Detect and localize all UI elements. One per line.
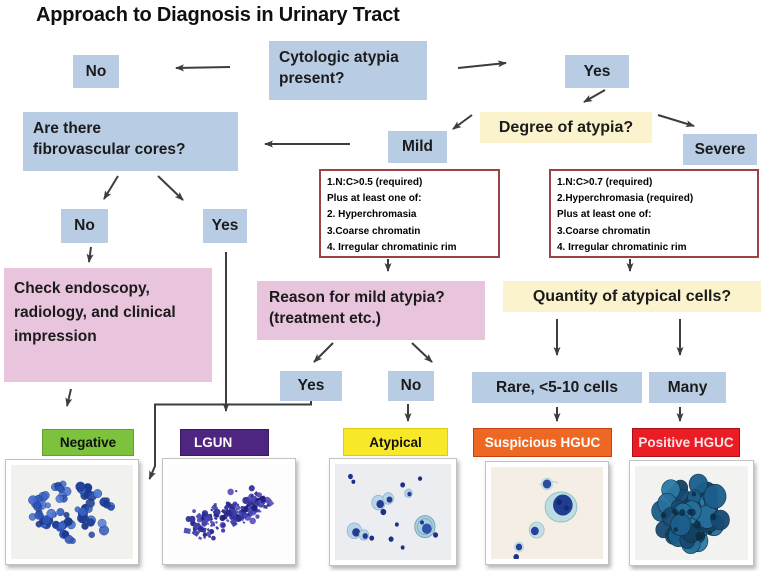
decision-degree-of-atypia: Degree of atypia? bbox=[480, 112, 652, 143]
branch-no-top: No bbox=[73, 55, 119, 88]
positive-hguc-cytology-image-art bbox=[651, 473, 730, 555]
lgun-cytology-image-art bbox=[183, 485, 275, 541]
decision-cytologic-atypia: Cytologic atypia present? bbox=[269, 41, 427, 100]
lgun-cytology-image bbox=[162, 458, 296, 565]
suspicious-hguc-cytology-image bbox=[485, 461, 609, 565]
criteria-line: 3.Coarse chromatin bbox=[327, 225, 421, 237]
arrow-no-to-check bbox=[86, 246, 94, 263]
branch-severe: Severe bbox=[683, 134, 757, 165]
arrow-degree-to-severe bbox=[657, 114, 695, 128]
arrow-degree-to-mild bbox=[452, 114, 473, 130]
criteria-line: 1.N:C>0.5 (required) bbox=[327, 177, 423, 188]
arrow-reason-to-no bbox=[411, 342, 433, 363]
arrow-fibro-to-yes bbox=[157, 175, 184, 201]
branch-fibro-yes: Yes bbox=[203, 209, 247, 243]
arrow-reason-to-yes bbox=[313, 342, 334, 363]
arrow-check-to-negative bbox=[65, 388, 73, 407]
negative-cytology-image-art bbox=[28, 480, 116, 545]
arrow-yes-to-degree bbox=[583, 89, 606, 103]
arrow-fibro-to-no bbox=[103, 175, 119, 200]
arrow-cytologic-to-no bbox=[175, 64, 231, 72]
arrow-cytologic-to-yes bbox=[457, 60, 507, 69]
branch-many-cells: Many bbox=[649, 372, 726, 403]
criteria-line: 2.Hyperchromasia (required) bbox=[557, 193, 694, 205]
branch-rare-cells: Rare, <5-10 cells bbox=[472, 372, 642, 403]
positive-hguc-cytology-image bbox=[629, 460, 754, 566]
criteria-line: 4. Irregular chromatinic rim bbox=[327, 241, 457, 253]
result-label-positive-hguc: Positive HGUC bbox=[632, 428, 740, 457]
branch-yes-top: Yes bbox=[565, 55, 629, 88]
result-label-negative: Negative bbox=[42, 429, 134, 456]
action-check-endoscopy: Check endoscopy, radiology, and clinical… bbox=[4, 268, 212, 382]
decision-quantity-atypical-cells: Quantity of atypical cells? bbox=[503, 281, 761, 312]
suspicious-hguc-cytology-image-art bbox=[513, 477, 578, 559]
branch-fibro-no: No bbox=[61, 209, 108, 243]
branch-reason-no: No bbox=[388, 371, 434, 401]
result-label-lgun: LGUN bbox=[180, 429, 269, 456]
severe-atypia-criteria-box: 1.N:C>0.7 (required) 2.Hyperchromasia (r… bbox=[549, 169, 759, 258]
result-label-suspicious-hguc: Suspicious HGUC bbox=[473, 428, 612, 457]
branch-mild: Mild bbox=[388, 131, 447, 163]
negative-cytology-image bbox=[5, 459, 139, 565]
decision-fibrovascular-cores: Are there fibrovascular cores? bbox=[23, 112, 238, 171]
page-title: Approach to Diagnosis in Urinary Tract bbox=[36, 4, 400, 26]
criteria-line: 3.Coarse chromatin bbox=[557, 225, 651, 237]
atypical-cytology-image bbox=[329, 458, 457, 566]
criteria-line: 4. Irregular chromatinic rim bbox=[557, 241, 687, 253]
mild-atypia-criteria-box: 1.N:C>0.5 (required) Plus at least one o… bbox=[319, 169, 500, 258]
criteria-line: 1.N:C>0.7 (required) bbox=[557, 177, 653, 188]
decision-reason-mild-atypia: Reason for mild atypia? (treatment etc.) bbox=[257, 281, 485, 340]
criteria-line: Plus at least one of: bbox=[327, 193, 422, 205]
criteria-line: Plus at least one of: bbox=[557, 209, 652, 221]
criteria-line: 2. Hyperchromasia bbox=[327, 209, 417, 221]
atypical-cytology-image-art bbox=[346, 473, 439, 550]
result-label-atypical: Atypical bbox=[343, 428, 448, 456]
branch-reason-yes: Yes bbox=[280, 371, 342, 401]
